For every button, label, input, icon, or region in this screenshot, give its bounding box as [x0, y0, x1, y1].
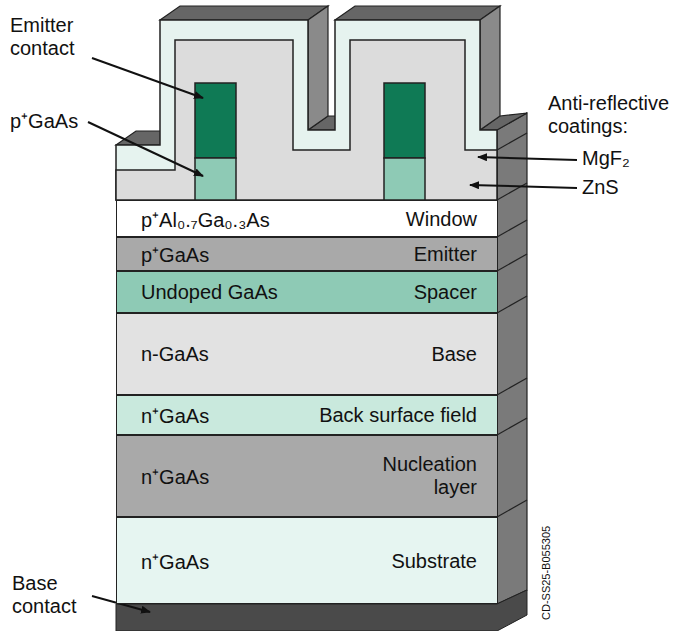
side-face-seams: [497, 133, 527, 517]
callout-label: Base contact: [12, 572, 97, 618]
callout-label: ZnS: [582, 176, 619, 199]
material-label: n⁺GaAs: [141, 402, 209, 429]
layer-name: Back surface field: [319, 404, 477, 427]
mgf2-coating: [116, 20, 497, 200]
layer-band: n⁺GaAs Back surface field: [116, 395, 498, 435]
emitter-contact: [384, 83, 425, 158]
figure-code: CD-SS25-B055305: [540, 526, 552, 620]
layer-band: p⁺Al₀.₇Ga₀.₃As Window: [116, 200, 498, 237]
layer-band: n-GaAs Base: [116, 313, 498, 395]
layer-band: n⁺GaAs Nucleation layer: [116, 435, 498, 517]
material-label: Undoped GaAs: [141, 281, 278, 304]
callout-label: MgF₂: [582, 147, 630, 170]
layer-name: Nucleation layer: [357, 453, 477, 499]
cap-layer: [384, 158, 425, 200]
cap-layer: [195, 158, 236, 200]
callout-label: p⁺GaAs: [10, 110, 78, 133]
material-label: n-GaAs: [141, 343, 209, 366]
material-label: p⁺GaAs: [141, 241, 209, 268]
zns-coating: [116, 40, 497, 200]
ridge-top: [160, 6, 328, 20]
callout-label: Emitter contact: [10, 14, 105, 60]
callout-label: Anti-reflective coatings:: [548, 92, 678, 138]
layer-name: Emitter: [414, 243, 477, 266]
material-label: p⁺Al₀.₇Ga₀.₃As: [141, 205, 270, 232]
layer-band: Undoped GaAs Spacer: [116, 271, 498, 313]
leader-line: [478, 157, 577, 160]
ridge-side: [308, 6, 328, 130]
ridge-side: [480, 6, 500, 130]
emitter-contact: [195, 83, 236, 158]
layer-name: Spacer: [414, 281, 477, 304]
layer-band: p⁺GaAs Emitter: [116, 237, 498, 271]
layer-name: Base: [431, 343, 477, 366]
leader-line: [470, 185, 577, 188]
layer-name: Substrate: [391, 549, 477, 572]
material-label: n⁺GaAs: [141, 547, 209, 574]
layer-band: n⁺GaAs Substrate: [116, 517, 498, 604]
material-label: n⁺GaAs: [141, 463, 209, 490]
layer-name: Window: [406, 207, 477, 230]
leader-line: [88, 122, 203, 176]
leader-line: [92, 58, 203, 98]
ridge-top: [335, 6, 500, 20]
